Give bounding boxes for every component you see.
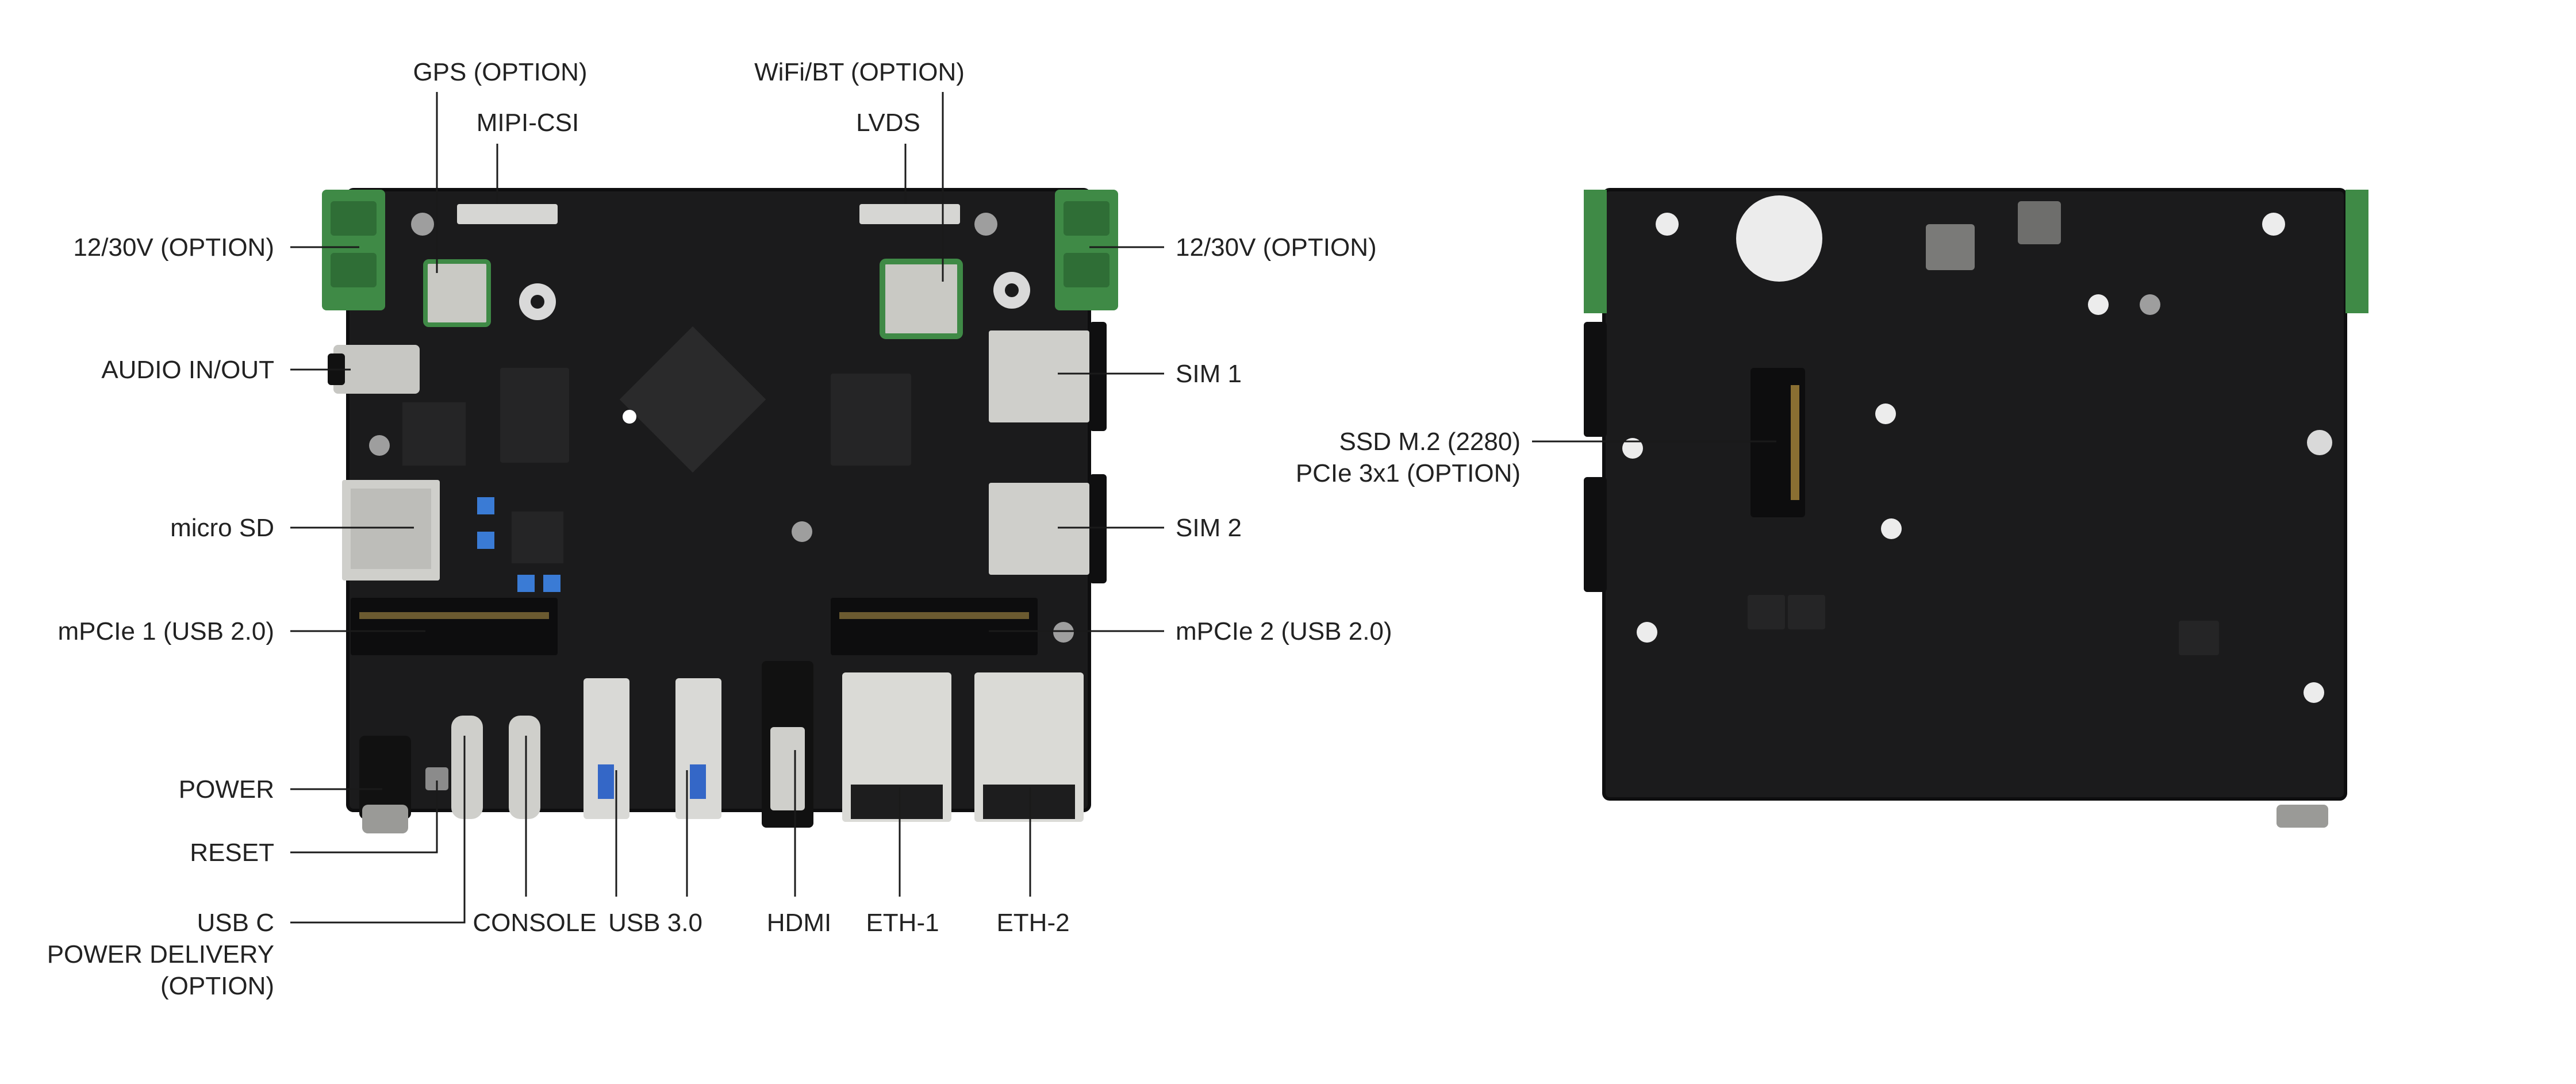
label-usbc-line3: (OPTION) <box>160 972 274 1000</box>
audio-jack <box>333 345 420 394</box>
label-hdmi: HDMI <box>767 909 831 937</box>
back-pcb <box>1602 188 2347 801</box>
label-usbc-line1: USB C <box>197 909 274 937</box>
lvds-connector <box>859 204 960 224</box>
label-sim2: SIM 2 <box>1176 514 1242 542</box>
power-terminal-left <box>322 190 385 310</box>
sim1-slot <box>989 330 1089 422</box>
label-console: CONSOLE <box>473 909 596 937</box>
front-board <box>322 188 1118 833</box>
power-jack <box>359 736 411 833</box>
ic-chip-small <box>402 402 466 466</box>
front-labels: GPS (OPTION) MIPI-CSI WiFi/BT (OPTION) L… <box>47 58 1392 1000</box>
wifi-bt-module <box>880 259 963 339</box>
label-ssd-line1: SSD M.2 (2280) <box>1339 428 1521 456</box>
leader-lines <box>290 92 1776 924</box>
usb-c-port <box>451 716 483 819</box>
sim2-slot <box>989 483 1089 575</box>
label-reset: RESET <box>190 839 274 867</box>
console-port <box>509 716 540 819</box>
soc-chip <box>619 326 766 473</box>
back-terminal-right <box>2345 190 2368 313</box>
coin-cell-battery <box>1736 195 1822 282</box>
inductor-back-2 <box>2018 201 2061 244</box>
label-audio: AUDIO IN/OUT <box>101 356 274 384</box>
reset-button <box>425 767 448 790</box>
label-mipi-csi: MIPI-CSI <box>477 109 579 137</box>
label-usb3: USB 3.0 <box>608 909 702 937</box>
back-terminal-left <box>1584 190 1607 313</box>
label-eth1: ETH-1 <box>866 909 939 937</box>
label-lvds: LVDS <box>856 109 920 137</box>
label-power: POWER <box>179 775 274 804</box>
gps-module <box>423 259 491 327</box>
label-eth2: ETH-2 <box>996 909 1069 937</box>
label-gps: GPS (OPTION) <box>413 58 587 86</box>
mounting-holes-back <box>1622 213 2332 703</box>
back-board <box>1584 188 2368 828</box>
label-micro-sd: micro SD <box>170 514 274 542</box>
mipi-csi-connector <box>457 204 558 224</box>
label-wifi-bt: WiFi/BT (OPTION) <box>754 58 965 86</box>
label-usbc-line2: POWER DELIVERY <box>47 940 274 968</box>
back-labels: SSD M.2 (2280) PCIe 3x1 (OPTION) <box>1296 428 1521 487</box>
label-sim1: SIM 1 <box>1176 360 1242 388</box>
mpcie2-slot <box>831 598 1038 655</box>
memory-chip-right <box>831 374 911 466</box>
mounting-holes-front <box>369 213 1074 643</box>
inductor-back-1 <box>1926 224 1975 270</box>
ic-chip-mid <box>512 512 563 563</box>
label-power-in-left: 12/30V (OPTION) <box>73 233 274 262</box>
label-power-in-right: 12/30V (OPTION) <box>1176 233 1377 262</box>
mpcie1-slot <box>351 598 558 655</box>
memory-chip-left <box>500 368 569 463</box>
label-mpcie2: mPCIe 2 (USB 2.0) <box>1176 617 1392 645</box>
label-mpcie1: mPCIe 1 (USB 2.0) <box>57 617 274 645</box>
usb3-port-a <box>583 678 629 819</box>
label-ssd-line2: PCIe 3x1 (OPTION) <box>1296 459 1521 487</box>
power-terminal-right <box>1055 190 1118 310</box>
